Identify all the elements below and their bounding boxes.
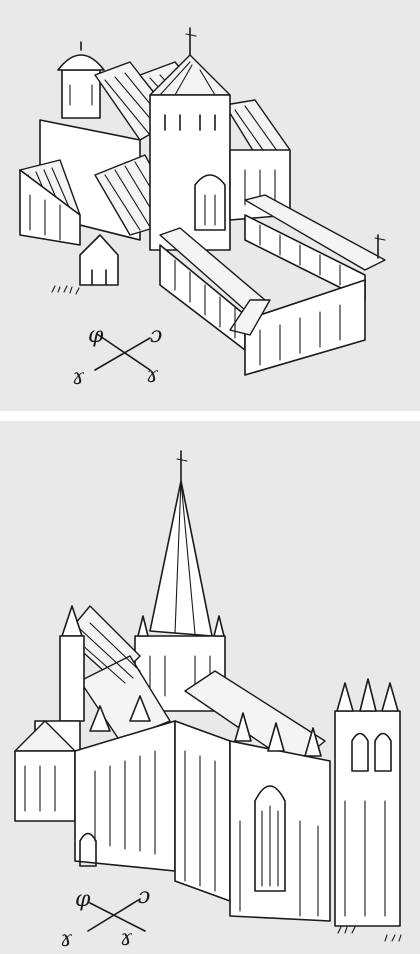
south-west-tower — [334, 678, 401, 927]
cloister — [159, 194, 386, 376]
bottom-drawing-panel: φ ɔ ɤ ɤ — [0, 421, 420, 954]
compass-rose-top: φ ɔ ɤ ɤ — [72, 323, 162, 390]
top-drawing-panel: φ ɔ ɤ ɤ — [0, 0, 420, 411]
compass-letter-w: ɤ — [72, 365, 85, 390]
domed-tower — [57, 41, 105, 119]
compass-letter-n: φ — [75, 887, 91, 912]
compass-letter-s: ɤ — [120, 926, 133, 951]
compass-letter-e: ɔ — [138, 884, 150, 909]
compass-letter-n: φ — [88, 323, 104, 348]
porch — [79, 234, 119, 286]
cathedral-sketch-bottom: φ ɔ ɤ ɤ — [14, 450, 402, 952]
compass-letter-s: ɤ — [146, 363, 159, 388]
central-tower — [149, 27, 231, 251]
south-aisle — [174, 720, 231, 902]
grass-tufts — [337, 926, 402, 942]
west-front — [229, 712, 331, 922]
central-spire — [134, 450, 226, 712]
compass-letter-e: ɔ — [150, 323, 162, 348]
cathedral-sketch-top: φ ɔ ɤ ɤ — [19, 27, 386, 390]
west-pinnacles — [14, 605, 85, 822]
compass-rose-bottom: φ ɔ ɤ ɤ — [60, 884, 150, 952]
grass-tufts — [51, 285, 80, 295]
compass-letter-w: ɤ — [60, 927, 73, 952]
